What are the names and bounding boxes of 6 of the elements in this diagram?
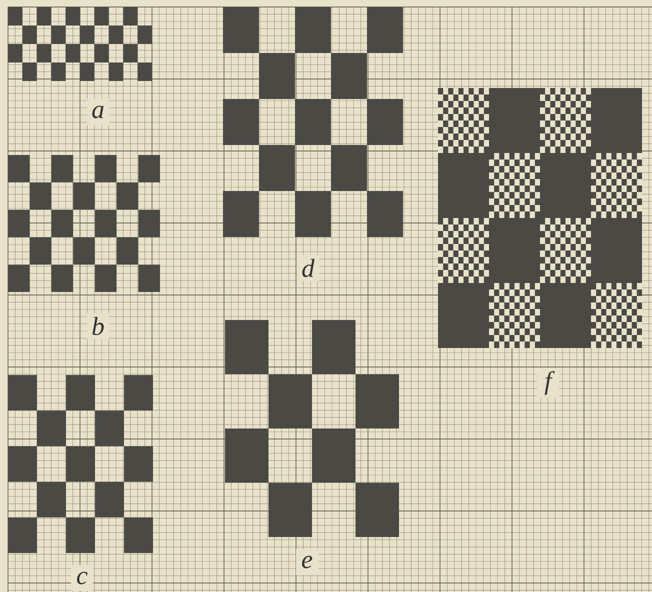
figure-letter: c	[71, 565, 93, 591]
figure-letter: e	[296, 549, 318, 575]
figure-letter: a	[87, 99, 109, 125]
figure-letter: b	[87, 313, 109, 339]
figure-letter: f	[537, 368, 559, 398]
figure-letter: d	[297, 255, 319, 281]
